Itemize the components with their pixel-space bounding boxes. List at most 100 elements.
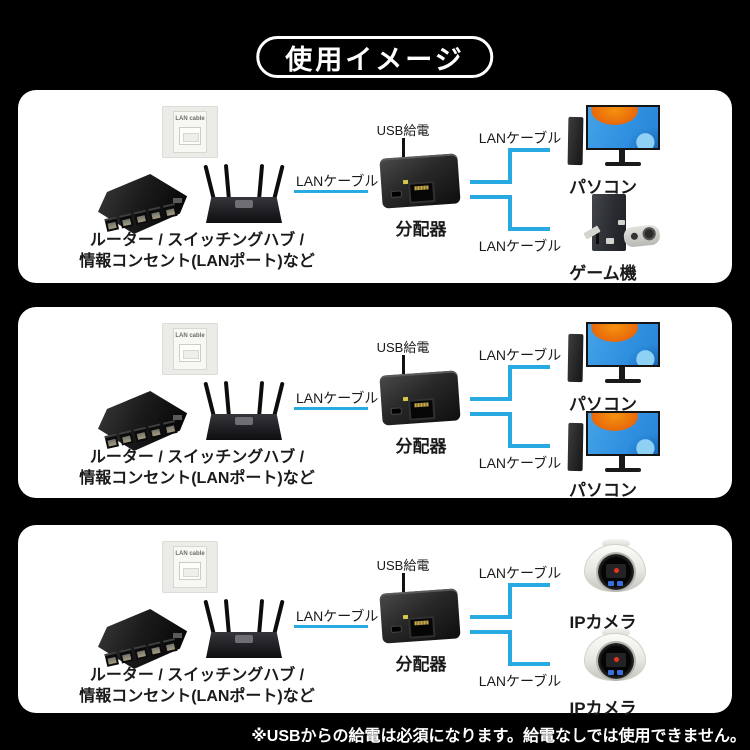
router-icon xyxy=(203,380,285,441)
hub-led xyxy=(173,633,182,638)
router-antenna xyxy=(223,163,231,201)
source-caption-line1: ルーター / スイッチングハブ / xyxy=(89,232,305,249)
router-antenna xyxy=(203,599,216,636)
ip-camera-icon xyxy=(546,539,660,605)
branch-top-label: LANケーブル xyxy=(478,347,562,363)
cable-line xyxy=(508,412,512,448)
pc-monitor xyxy=(586,322,660,367)
splitter-body xyxy=(379,153,461,209)
usb-power-label: USB給電 xyxy=(376,340,430,355)
usage-panel-2: LAN cable ルーター / スイッチングハブ / 情報コンセント(LANポ… xyxy=(18,307,732,500)
source-caption-line2: 情報コンセント(LANポート)など xyxy=(79,470,315,487)
lan-cable-underline xyxy=(294,190,368,193)
outlet-plate: LAN cable xyxy=(173,111,207,153)
router-antenna xyxy=(223,380,231,418)
pc-tower xyxy=(567,333,584,383)
cable-line xyxy=(508,148,550,152)
lan-cable-underline xyxy=(294,407,368,410)
outlet-label: LAN cable xyxy=(175,333,205,339)
usb-power-pointer-line xyxy=(402,138,405,157)
pc-tower xyxy=(567,422,584,472)
splitter-led xyxy=(402,396,409,402)
source-caption-line2: 情報コンセント(LANポート)など xyxy=(79,253,315,270)
pc-tower xyxy=(567,116,584,166)
splitter-led xyxy=(402,614,409,620)
lan-wall-outlet-icon: LAN cable xyxy=(162,106,218,158)
camera-mount xyxy=(602,539,630,548)
splitter-label: 分配器 xyxy=(395,220,447,239)
lan-cable-underline xyxy=(294,625,368,628)
splitter-led xyxy=(402,179,409,185)
camera-status-led xyxy=(608,581,614,586)
cable-line xyxy=(508,148,512,184)
usb-power-pointer-line xyxy=(402,573,405,592)
splitter-icon xyxy=(378,152,466,212)
splitter-usb-port xyxy=(390,190,403,199)
splitter-usb-port xyxy=(390,407,403,416)
router-antenna xyxy=(272,381,285,418)
camera-lens xyxy=(598,554,634,590)
source-caption-line1: ルーター / スイッチングハブ / xyxy=(89,449,305,466)
router-antenna xyxy=(257,163,265,201)
outlet-plate: LAN cable xyxy=(173,328,207,370)
cable-line xyxy=(470,615,512,619)
outlet-label: LAN cable xyxy=(175,116,205,122)
cable-line xyxy=(508,662,550,666)
outlet-plate: LAN cable xyxy=(173,546,207,588)
cable-line xyxy=(470,180,512,184)
bottom-device-label: IPカメラ xyxy=(569,699,637,718)
cable-line xyxy=(508,444,550,448)
outlet-jack xyxy=(179,562,201,580)
top-device-label: パソコン xyxy=(569,178,637,197)
bottom-device-label: ゲーム機 xyxy=(569,264,637,283)
source-caption: ルーター / スイッチングハブ / 情報コンセント(LANポート)など xyxy=(52,665,342,707)
router-logo xyxy=(235,200,253,208)
cable-line xyxy=(470,397,512,401)
camera-lens xyxy=(598,643,634,679)
source-caption: ルーター / スイッチングハブ / 情報コンセント(LANポート)など xyxy=(52,447,342,489)
top-device-label: IPカメラ xyxy=(569,613,637,632)
game-controller-icon xyxy=(622,222,662,252)
splitter-label: 分配器 xyxy=(395,655,447,674)
router-antenna xyxy=(272,599,285,636)
switching-hub-icon xyxy=(98,609,188,669)
splitter-rj45-port xyxy=(408,181,436,204)
splitter-rj45-port xyxy=(408,616,436,639)
router-antenna xyxy=(272,164,285,201)
pc-icon xyxy=(546,104,660,170)
outlet-label: LAN cable xyxy=(175,551,205,557)
source-caption-line1: ルーター / スイッチングハブ / xyxy=(89,667,305,684)
branch-top-label: LANケーブル xyxy=(478,565,562,581)
monitor-base xyxy=(605,379,641,383)
cable-line xyxy=(470,195,512,199)
camera-ir-led xyxy=(614,568,619,573)
usb-power-required-note: ※USBからの給電は必須になります。給電なしでは使用できません。 xyxy=(251,728,746,745)
cable-line xyxy=(508,195,512,231)
usb-power-label: USB給電 xyxy=(376,123,430,138)
monitor-base xyxy=(605,162,641,166)
router-icon xyxy=(203,163,285,224)
pc-icon xyxy=(546,410,660,476)
hub-led xyxy=(173,415,182,420)
console-tower xyxy=(592,194,626,251)
camera-status-led xyxy=(617,670,623,675)
splitter-icon xyxy=(378,587,466,647)
branch-bottom-label: LANケーブル xyxy=(478,455,562,471)
outlet-jack xyxy=(179,127,201,145)
cable-line xyxy=(508,365,512,401)
usb-power-label: USB給電 xyxy=(376,558,430,573)
cable-line xyxy=(470,412,512,416)
camera-mount xyxy=(602,628,630,637)
usage-panel-3: LAN cable ルーター / スイッチングハブ / 情報コンセント(LANポ… xyxy=(18,525,732,718)
branch-top-label: LANケーブル xyxy=(478,130,562,146)
monitor-neck xyxy=(619,367,625,380)
router-logo xyxy=(235,635,253,643)
pc-monitor xyxy=(586,411,660,456)
router-antenna xyxy=(223,598,231,636)
cable-line xyxy=(470,630,512,634)
router-antenna xyxy=(203,164,216,201)
cable-line xyxy=(508,583,550,587)
switching-hub-icon xyxy=(98,174,188,234)
top-device-label: パソコン xyxy=(569,395,637,414)
hub-led xyxy=(173,198,182,203)
